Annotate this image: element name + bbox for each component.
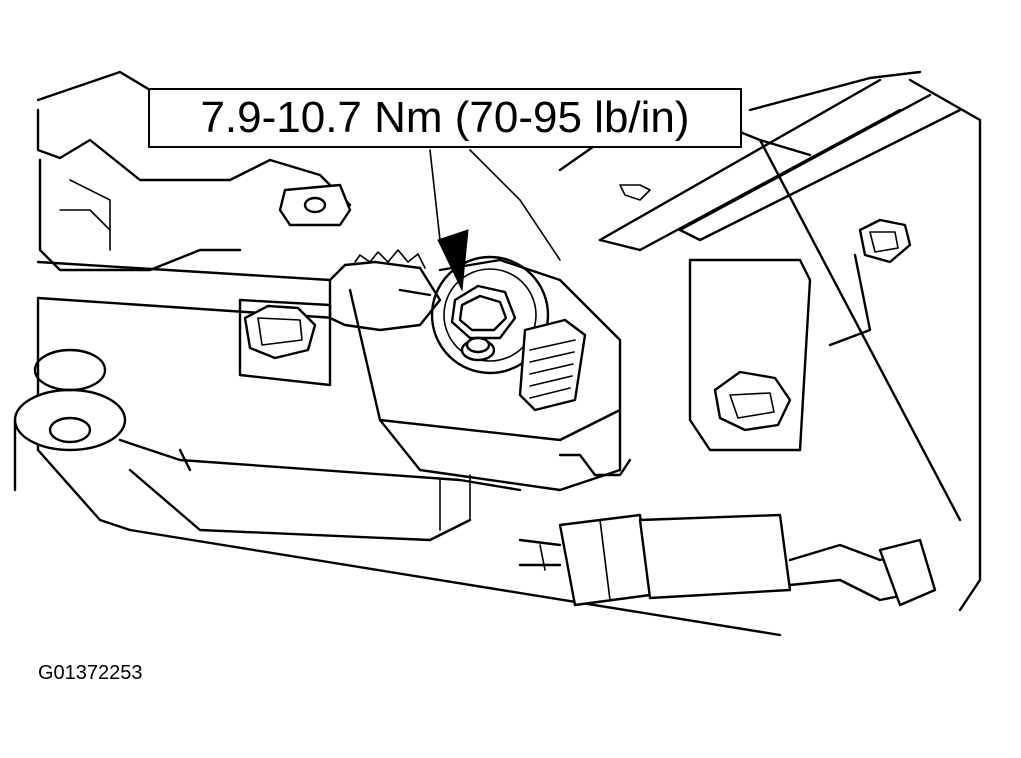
bolt-left — [238, 298, 332, 387]
figure-id: G01372253 — [38, 662, 143, 684]
bolt-right — [688, 258, 812, 452]
arrow-pointer-icon — [437, 229, 469, 292]
clip-top — [278, 183, 352, 227]
electrical-connector — [518, 513, 937, 607]
housing-outline — [36, 70, 982, 612]
mount-plate — [348, 255, 622, 492]
lower-rail — [118, 438, 782, 637]
post-left — [13, 348, 127, 492]
shift-cable — [36, 249, 442, 332]
bracket-diagonal — [598, 78, 962, 252]
bolt-top-right — [828, 218, 912, 347]
nut-fastener — [450, 284, 517, 362]
detent-ribs — [518, 318, 587, 412]
torque-spec-label: 7.9-10.7 Nm (70-95 lb/in) — [148, 88, 742, 148]
